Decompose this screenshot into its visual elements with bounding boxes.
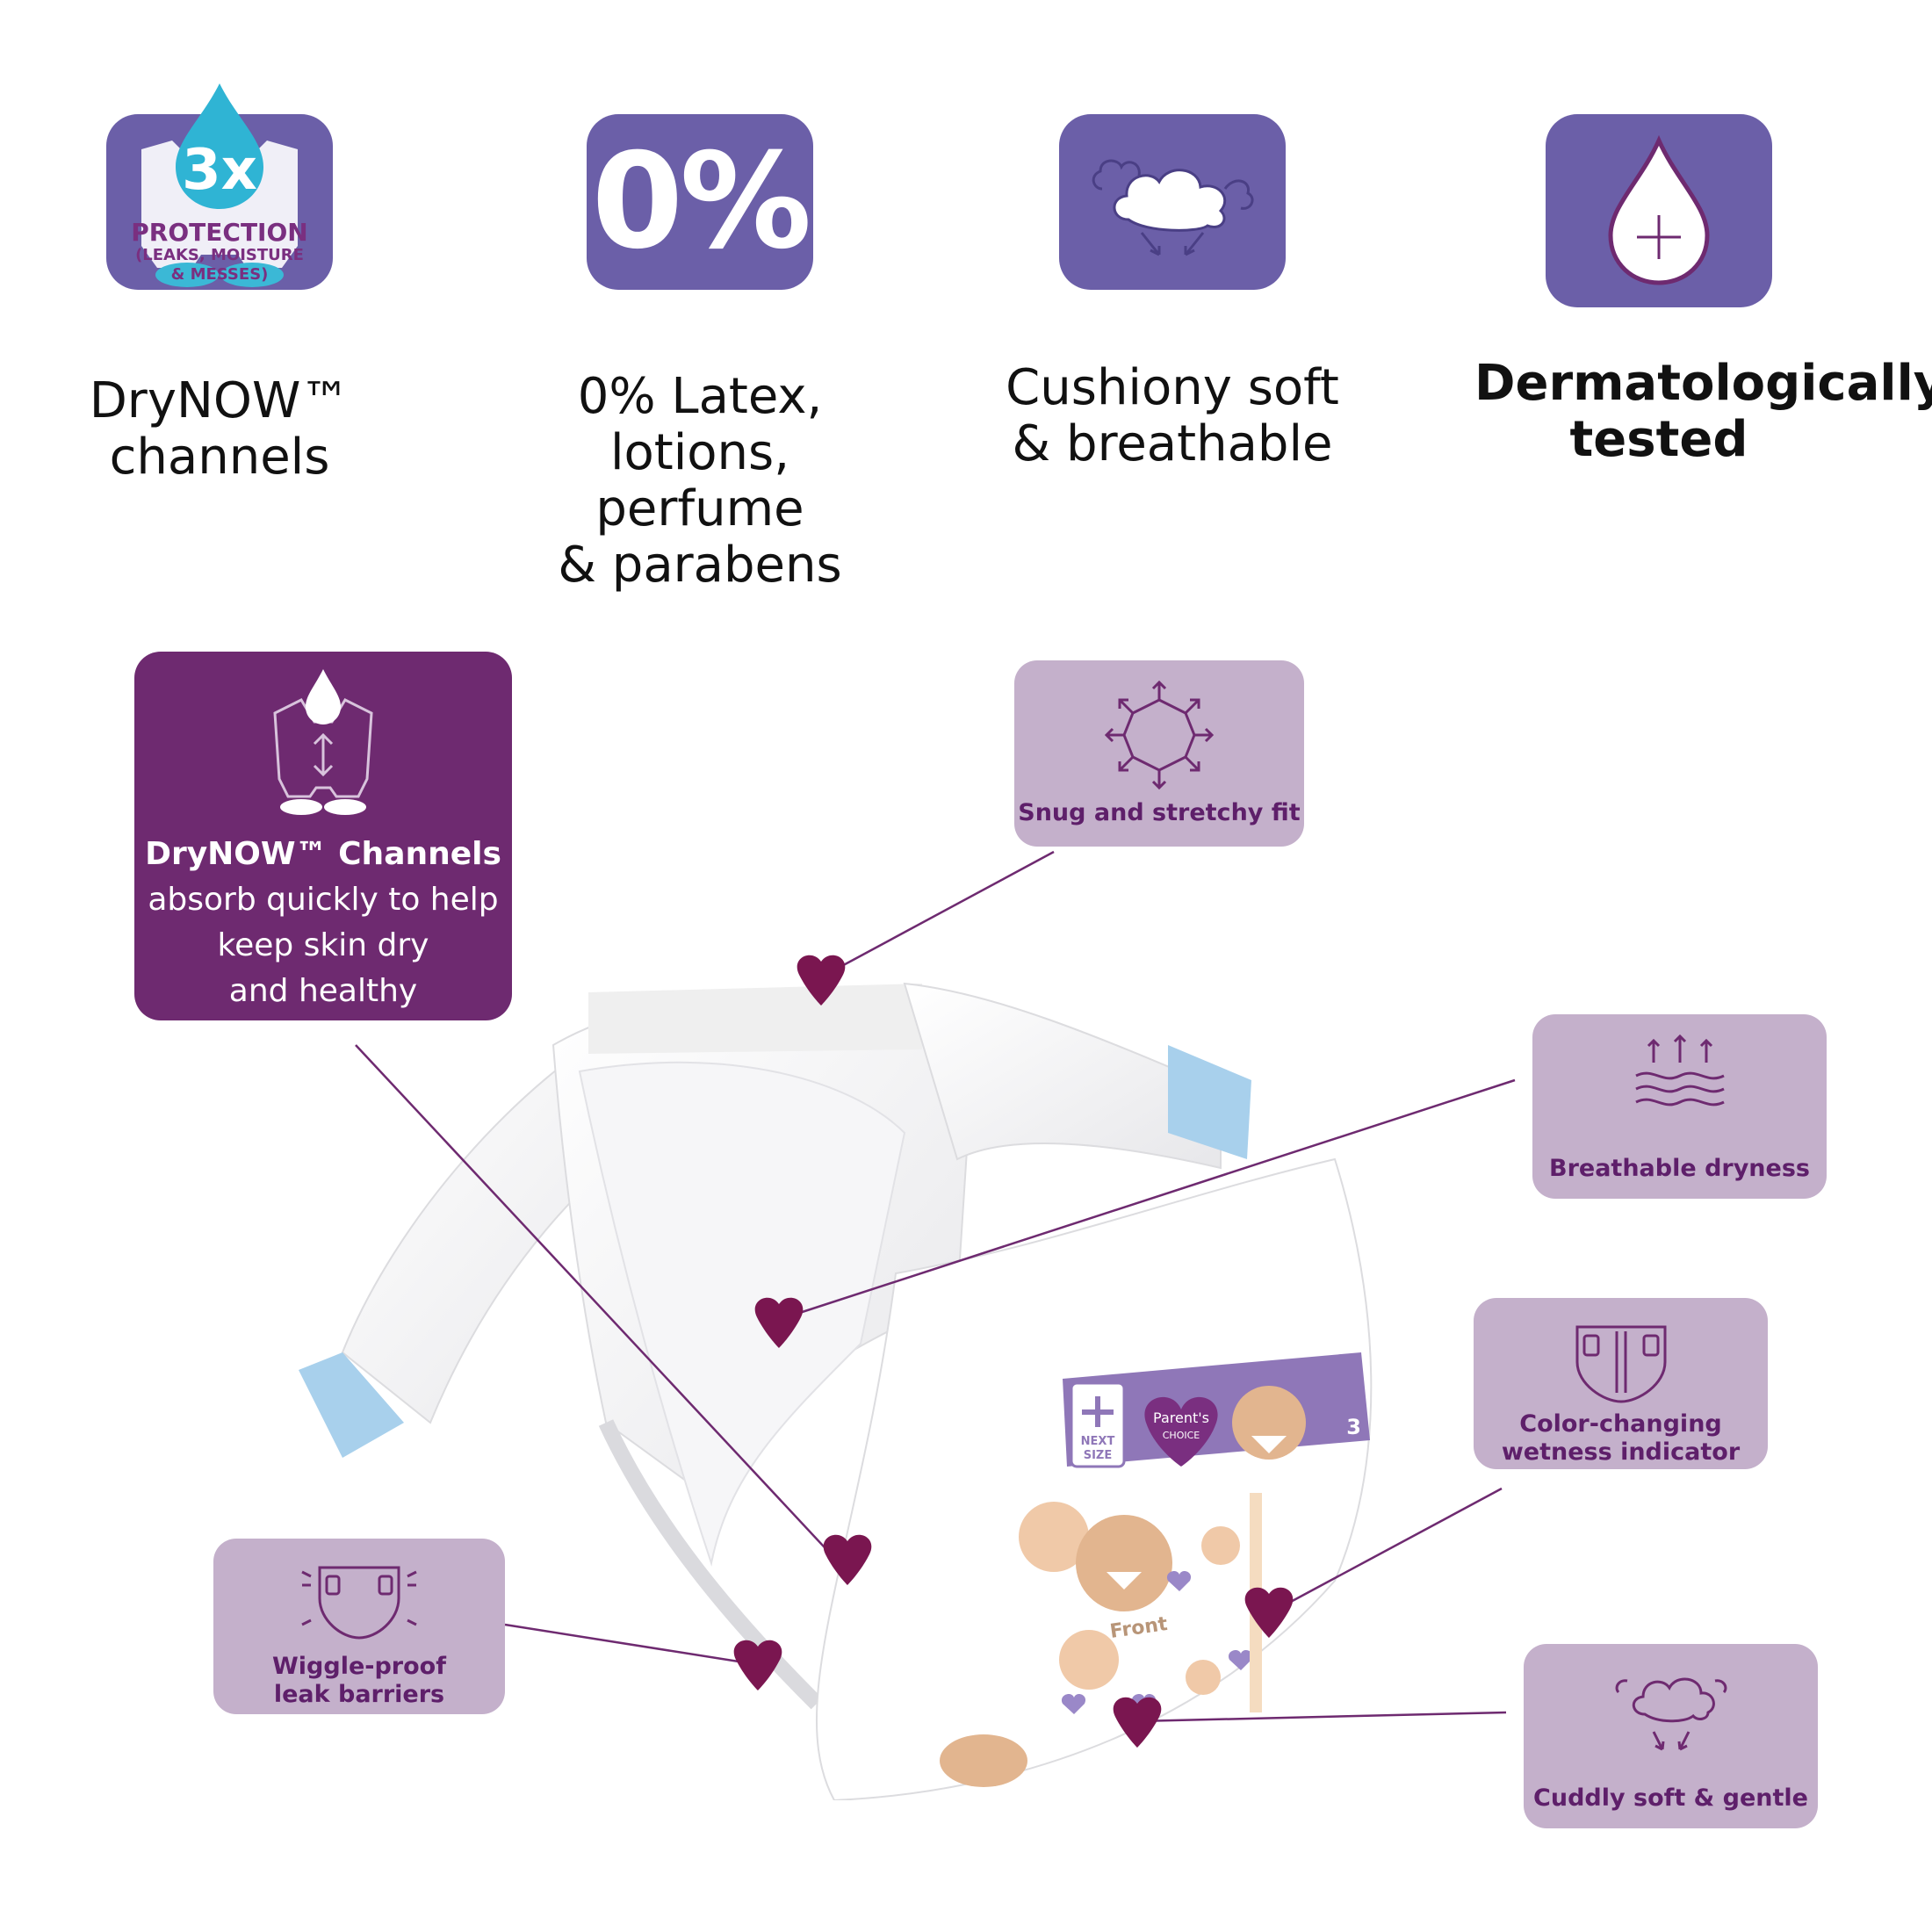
label-line: Cushiony soft [1006,359,1339,416]
stretch-arrows-icon [1104,680,1215,790]
feature-label: Cushiony soft & breathable [988,360,1357,472]
water-drop-icon: 3x [176,83,263,209]
badge-sub-2: & MESSES) [170,265,269,284]
soft-cloud-icon [1615,1677,1727,1751]
callout-drynow-channels: DryNOW™ Channels absorb quickly to help … [134,652,512,1020]
feature-drynow: 3x PROTECTION (LEAKS, MOISTURE & MESSES)… [35,83,404,486]
caption-line: leak barriers [273,1681,445,1708]
callout-text: DryNOW™ Channels absorb quickly to help … [134,832,512,1014]
next-size-text-2: SIZE [1084,1449,1113,1462]
diaper-icon [1575,1325,1666,1403]
next-size-text-1: NEXT [1081,1435,1115,1448]
callout-line: keep skin dry [217,927,429,963]
callout-caption: Wiggle-proof leak barriers [213,1653,505,1709]
callout-line: and healthy [228,973,418,1009]
feature-label: 0% Latex, lotions, perfume & parabens [515,369,884,594]
caption-line: wetness indicator [1501,1438,1741,1466]
droplet-plus-icon [1546,114,1772,307]
label-line: lotions, perfume [595,424,804,537]
size-number: 3 [1346,1415,1361,1439]
callout-leak-barriers: Wiggle-proof leak barriers [213,1539,505,1714]
callout-title: DryNOW™ Channels [145,836,501,872]
callout-line: absorb quickly to help [148,882,499,918]
cloud-icon [1059,114,1286,290]
wiggle-diaper-icon [301,1566,417,1640]
bear-print-pattern [940,1493,1262,1787]
label-line: channels [109,429,330,486]
drynow-3x-protection-icon: 3x PROTECTION (LEAKS, MOISTURE & MESSES) [106,83,333,290]
heart-marker [733,1640,782,1690]
brand-text-2: CHOICE [1163,1430,1200,1441]
feature-label: DryNOW™ channels [35,373,404,486]
label-line: & breathable [1012,415,1333,472]
zero-percent-text: 0% [591,126,812,278]
callout-caption: Breathable dryness [1549,1155,1810,1182]
label-line: DryNOW™ [89,372,350,429]
drynow-channels-icon [273,669,373,815]
heart-marker [1113,1697,1162,1748]
feature-latex-free: 0% 0% Latex, lotions, perfume & parabens [515,114,884,594]
zero-percent-icon: 0% [587,114,813,290]
caption-line: Color-changing [1519,1410,1722,1438]
callout-breathable-dryness: Breathable dryness [1532,1014,1827,1199]
label-line: 0% Latex, [577,368,823,425]
label-line: tested [1569,411,1748,468]
breathable-layers-icon [1634,1034,1725,1107]
feature-cushiony: Cushiony soft & breathable [988,114,1357,472]
callout-snug-fit: Snug and stretchy fit [1014,660,1304,847]
badge-title: PROTECTION [131,218,308,247]
heart-marker [823,1534,872,1585]
caption-line: Wiggle-proof [272,1653,446,1680]
brand-text-1: Parent's [1153,1409,1209,1426]
heart-marker [797,955,846,1006]
bear-face-icon [1232,1386,1306,1460]
label-line: & parabens [558,537,842,594]
callout-caption: Color-changing wetness indicator [1474,1410,1768,1467]
badge-sub-1: (LEAKS, MOISTURE [135,246,304,264]
heart-marker [754,1297,804,1348]
callout-caption: Snug and stretchy fit [1018,799,1301,826]
callout-wetness-indicator: Color-changing wetness indicator [1474,1298,1768,1469]
svg-text:3x: 3x [182,138,257,203]
heart-marker [1244,1587,1294,1638]
callout-cuddly-soft: Cuddly soft & gentle [1524,1644,1818,1828]
callout-caption: Cuddly soft & gentle [1533,1784,1808,1812]
